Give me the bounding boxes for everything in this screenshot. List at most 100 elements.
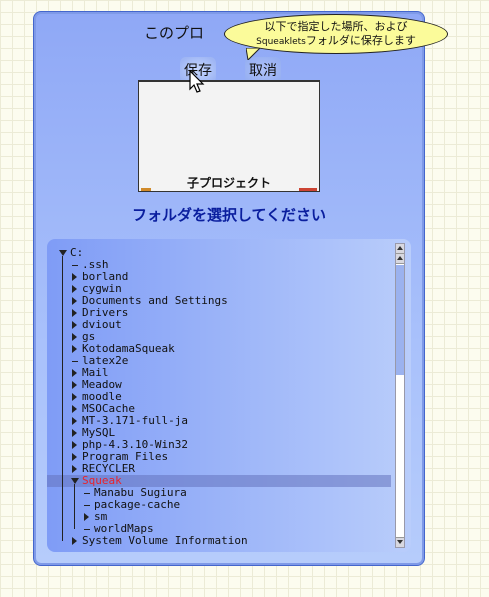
tree-item-label: Program Files: [82, 450, 169, 463]
tree-item-label: Meadow: [82, 378, 122, 391]
tree-row[interactable]: sm: [47, 511, 391, 523]
tree-item-label: gs: [82, 330, 96, 343]
folder-prompt: フォルダを選択してください: [131, 206, 327, 224]
arrow-up-icon: [397, 246, 403, 250]
tree-row[interactable]: MT-3.171-full-ja: [47, 415, 391, 427]
expand-arrow-icon[interactable]: [72, 309, 77, 317]
balloon-line-2: Squeakletsフォルダに保存します: [225, 34, 447, 49]
tree-item-label: borland: [82, 270, 129, 283]
tree-row[interactable]: System Volume Information: [47, 535, 391, 547]
tree-row[interactable]: gs: [47, 331, 391, 343]
expand-arrow-icon[interactable]: [72, 537, 77, 545]
expand-arrow-icon[interactable]: [72, 405, 77, 413]
tree-row[interactable]: MSOCache: [47, 403, 391, 415]
expand-arrow-icon[interactable]: [72, 381, 77, 389]
tree-item-label: Mail: [82, 366, 109, 379]
tree-item-label: Manabu Sugiura: [94, 486, 187, 499]
tree-item-label: latex2e: [82, 354, 129, 367]
expand-arrow-icon[interactable]: [72, 369, 77, 377]
tree-connector: [72, 361, 78, 362]
tree-connector: [84, 529, 90, 530]
tree-connector: [84, 493, 90, 494]
cancel-button[interactable]: 取消: [245, 57, 281, 83]
tree-guide-line: [62, 256, 63, 541]
tree-row[interactable]: Manabu Sugiura: [47, 487, 391, 499]
expand-arrow-icon[interactable]: [72, 393, 77, 401]
tree-item-label: System Volume Information: [82, 534, 248, 547]
arrow-up-icon: [397, 256, 403, 260]
tree-item-label: .ssh: [82, 258, 109, 271]
expand-arrow-icon[interactable]: [72, 297, 77, 305]
tree-scrollbar[interactable]: [395, 243, 405, 548]
tree-item-label: MySQL: [82, 426, 116, 439]
tree-row[interactable]: php-4.3.10-Win32: [47, 439, 391, 451]
tree-row[interactable]: Mail: [47, 367, 391, 379]
tree-row[interactable]: worldMaps: [47, 523, 391, 535]
tree-row[interactable]: C:: [47, 247, 391, 259]
tree-row[interactable]: KotodamaSqueak: [47, 343, 391, 355]
tree-row[interactable]: Meadow: [47, 379, 391, 391]
tree-item-label: Drivers: [82, 306, 129, 319]
balloon-latin-text: Squeaklets: [256, 37, 306, 47]
expand-arrow-icon[interactable]: [72, 285, 77, 293]
tree-item-label: sm: [94, 510, 108, 523]
tree-row[interactable]: Documents and Settings: [47, 295, 391, 307]
scroll-thumb[interactable]: [396, 265, 404, 375]
tree-guide-line: [74, 484, 75, 529]
expand-arrow-icon[interactable]: [72, 429, 77, 437]
scroll-down-button[interactable]: [396, 537, 404, 547]
scroll-up-button[interactable]: [396, 244, 404, 254]
tree-connector: [84, 505, 90, 506]
scroll-page-up-button[interactable]: [396, 254, 404, 264]
tree-row[interactable]: Squeak: [47, 475, 391, 487]
tree-item-label: dviout: [82, 318, 122, 331]
tree-item-label: KotodamaSqueak: [82, 342, 175, 355]
mouse-pointer-icon: [189, 70, 205, 93]
tree-item-label: Squeak: [82, 474, 122, 487]
tree-row[interactable]: .ssh: [47, 259, 391, 271]
tree-row[interactable]: MySQL: [47, 427, 391, 439]
thumbnail-marker-left: [141, 188, 151, 191]
dialog-title: このプロ: [144, 24, 205, 42]
tree-row[interactable]: RECYCLER: [47, 463, 391, 475]
tree-item-label: php-4.3.10-Win32: [82, 438, 188, 451]
expand-arrow-icon[interactable]: [72, 465, 77, 473]
tree-row[interactable]: package-cache: [47, 499, 391, 511]
tree-item-label: Documents and Settings: [82, 294, 228, 307]
tree-row[interactable]: moodle: [47, 391, 391, 403]
tree-connector: [72, 265, 78, 266]
tree-item-label: worldMaps: [94, 522, 154, 535]
tree-row[interactable]: borland: [47, 271, 391, 283]
save-project-dialog: このプロ 以下で指定した場所、および Squeakletsフォルダに保存します …: [33, 11, 448, 566]
balloon-rest-text: フォルダに保存します: [305, 34, 416, 47]
tree-item-label: package-cache: [94, 498, 181, 511]
tree-item-label: cygwin: [82, 282, 122, 295]
arrow-down-icon: [397, 540, 403, 544]
tree-item-label: moodle: [82, 390, 122, 403]
expand-arrow-icon[interactable]: [72, 417, 77, 425]
collapse-arrow-icon[interactable]: [59, 250, 67, 256]
balloon-line-1: 以下で指定した場所、および: [264, 20, 408, 33]
tree-item-label: MT-3.171-full-ja: [82, 414, 188, 427]
tree-row[interactable]: cygwin: [47, 283, 391, 295]
project-thumbnail: 子プロジェクト: [138, 80, 320, 192]
help-balloon: 以下で指定した場所、および Squeakletsフォルダに保存します: [224, 14, 448, 54]
expand-arrow-icon[interactable]: [72, 273, 77, 281]
expand-arrow-icon[interactable]: [84, 513, 89, 521]
expand-arrow-icon[interactable]: [72, 345, 77, 353]
thumbnail-label: 子プロジェクト: [186, 176, 271, 190]
tree-row[interactable]: dviout: [47, 319, 391, 331]
tree-item-label: C:: [70, 246, 84, 259]
tree-row[interactable]: Program Files: [47, 451, 391, 463]
expand-arrow-icon[interactable]: [72, 453, 77, 461]
balloon-tail: [246, 48, 260, 60]
tree-row[interactable]: latex2e: [47, 355, 391, 367]
expand-arrow-icon[interactable]: [72, 441, 77, 449]
expand-arrow-icon[interactable]: [72, 321, 77, 329]
tree-row[interactable]: Drivers: [47, 307, 391, 319]
tree-item-label: MSOCache: [82, 402, 135, 415]
expand-arrow-icon[interactable]: [72, 333, 77, 341]
collapse-arrow-icon[interactable]: [71, 478, 79, 484]
